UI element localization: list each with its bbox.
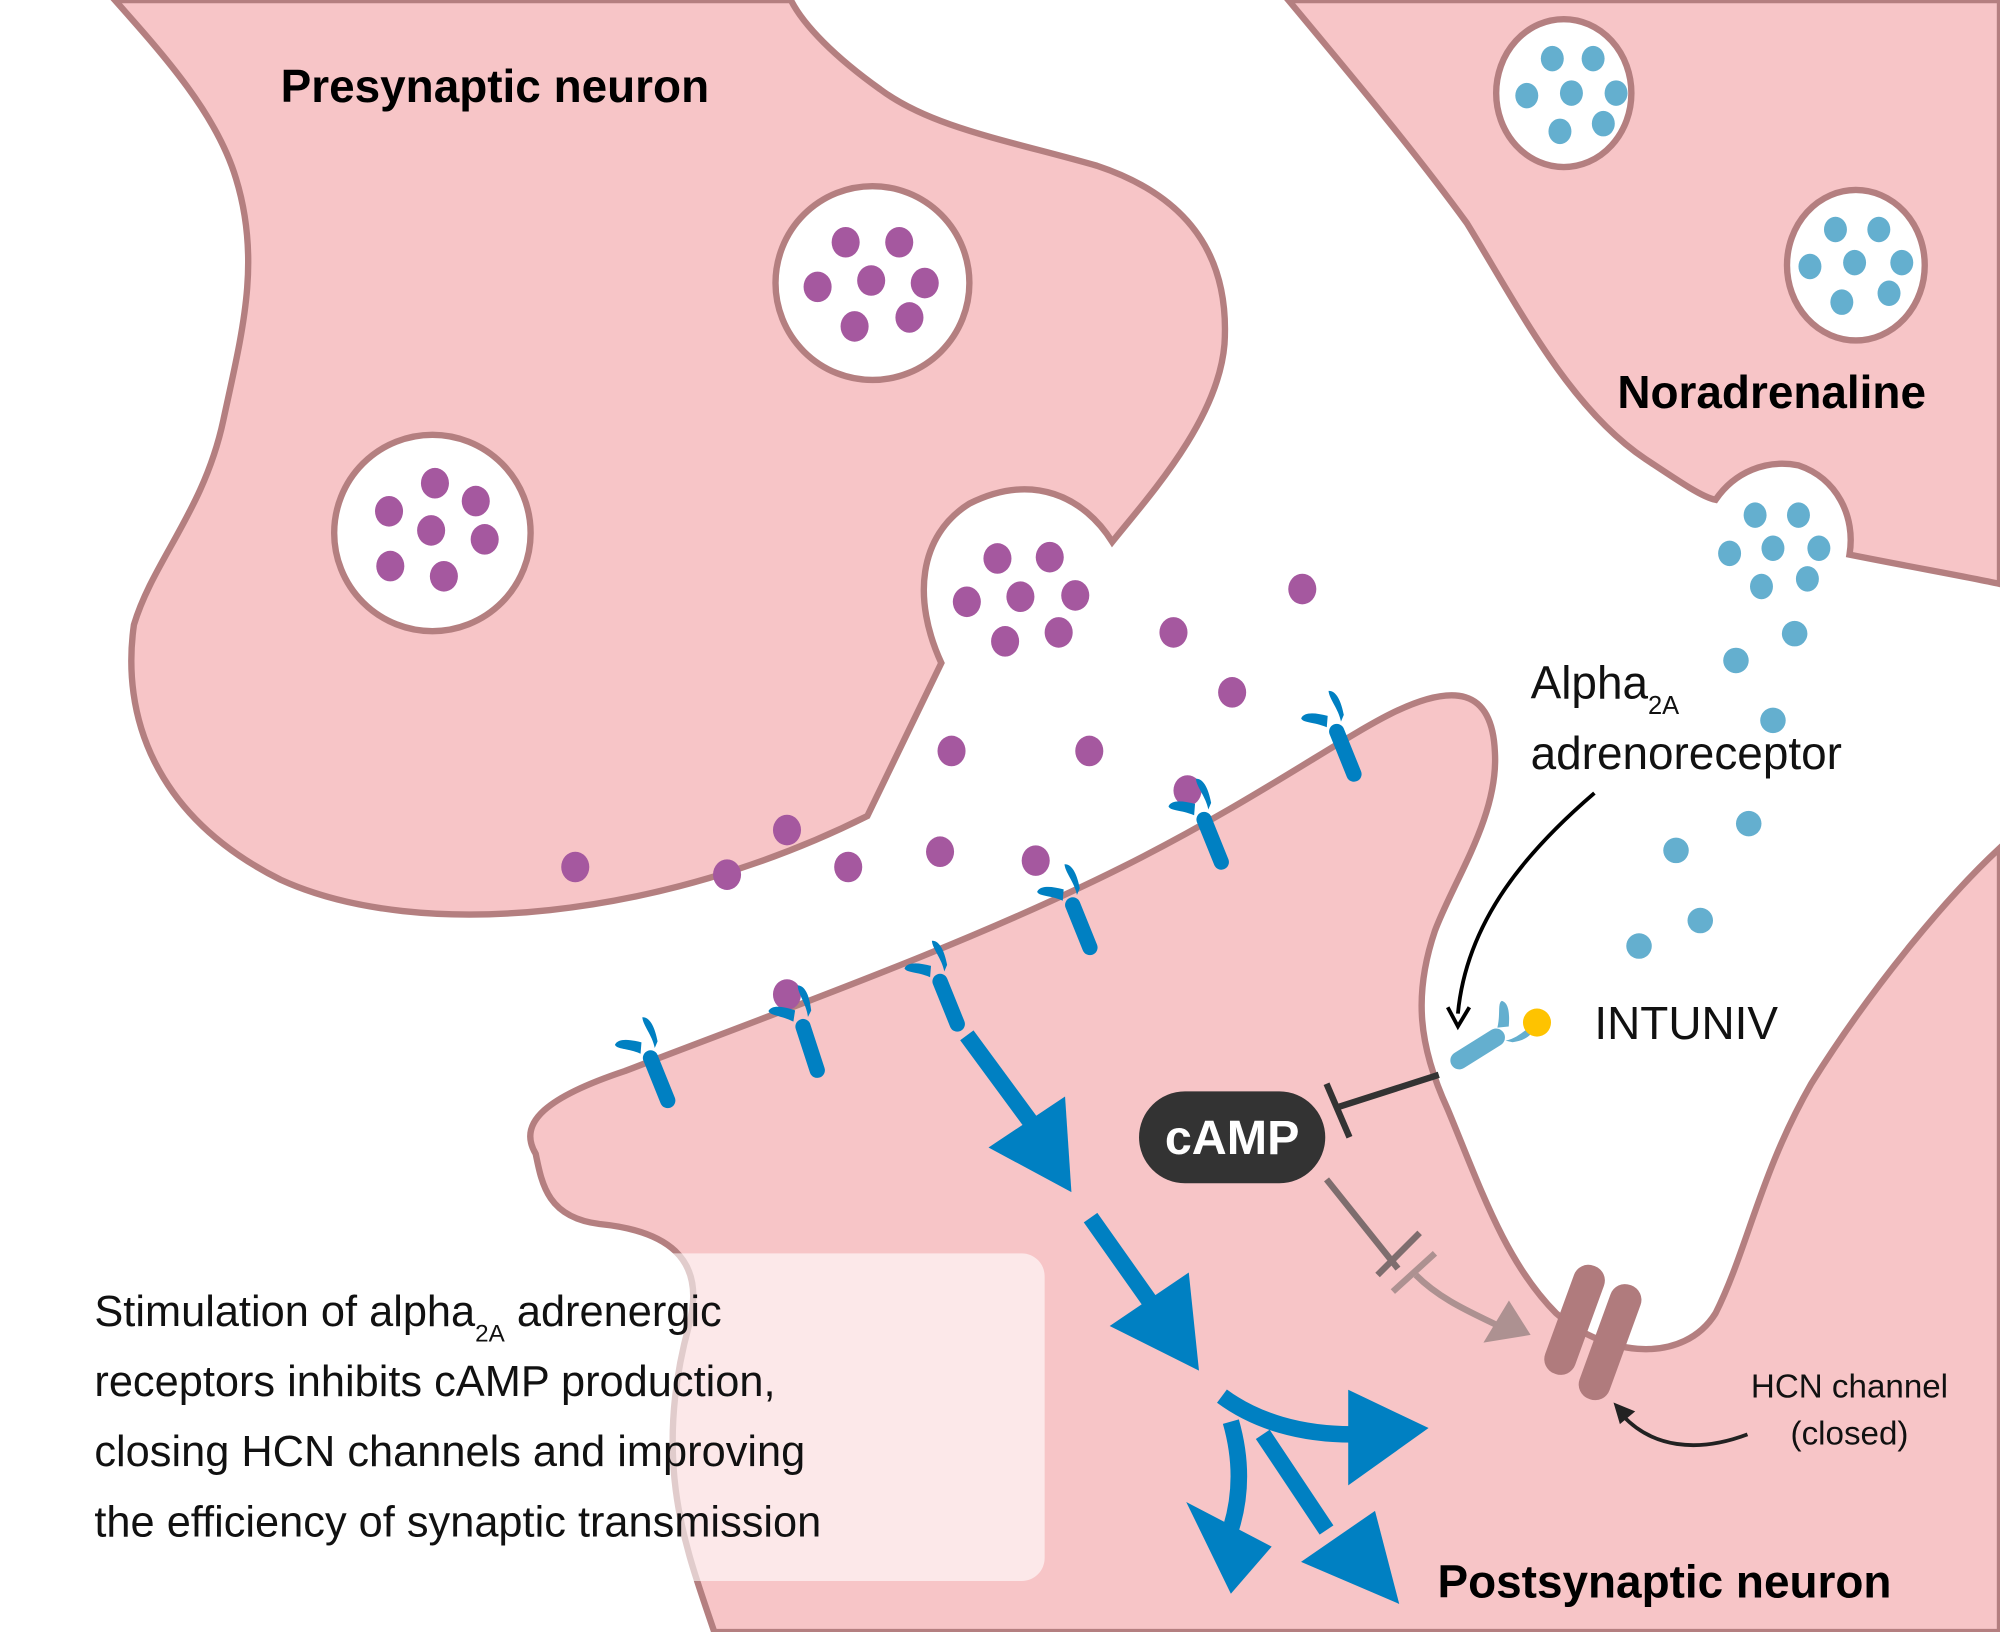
receptor-icon [904,940,965,1032]
arrow-icon [1217,1389,1429,1486]
presynaptic-label: Presynaptic neuron [281,60,710,112]
caption-panel [79,1253,1045,1581]
receptor-icon [1037,864,1098,956]
hcn-label: HCN channel (closed) [1751,1368,1948,1452]
hcn-pointer-arrow-icon [1613,1402,1749,1447]
vesicle [1783,186,1928,344]
alpha-text: Alpha [1531,657,1649,709]
caption-line1-pre: Stimulation of alpha [94,1288,476,1336]
caption-line2: receptors inhibits cAMP production, [94,1358,775,1406]
svg-text:Alpha2A: Alpha2A [1531,657,1680,720]
receptor-pointer-arrow-icon [1446,791,1596,1031]
noradrenaline-molecules [1626,620,1808,959]
noradrenaline-label: Noradrenaline [1617,366,1926,418]
hcn-label-line1: HCN channel [1751,1368,1948,1405]
vesicle [330,431,534,635]
caption-line4: the efficiency of synaptic transmission [94,1498,821,1546]
caption-line1-post: adrenergic [505,1288,722,1336]
neurotransmitter-molecules [561,573,1317,1010]
vesicle [772,182,973,384]
alpha-subscript: 2A [1648,692,1679,720]
hcn-channel-icon [1544,1264,1642,1401]
vesicle [1492,15,1635,171]
hcn-label-line2: (closed) [1791,1416,1909,1453]
alpha2a-label: Alpha2A adrenoreceptor [1531,657,1842,779]
noradrenergic-neuron [1284,0,2000,588]
receptor-icon [768,985,825,1078]
camp-label: cAMP [1165,1111,1300,1165]
blocked-pathway-icon [1324,1177,1531,1343]
svg-text:Stimulation of alpha2A adrener: Stimulation of alpha2A adrenergic [94,1288,721,1347]
receptor-icon [1168,778,1229,870]
inhibition-line-icon [1323,1071,1440,1139]
arrow-icon [960,1030,1072,1193]
receptor-icon [1301,690,1362,782]
intuniv-molecule-icon [1522,1008,1552,1037]
releasing-noradrenaline [1718,502,1831,600]
adrenoreceptor-text: adrenoreceptor [1531,727,1842,779]
noradrenaline-vesicles [1492,15,1928,600]
arrow-icon [1083,1212,1199,1371]
postsynaptic-receptors [614,690,1362,1109]
presynaptic-vesicles [330,182,1090,657]
signal-cascade-arrows [960,1030,1429,1604]
caption-subscript: 2A [475,1320,505,1347]
releasing-vesicle-contents [952,541,1090,657]
caption-text: Stimulation of alpha2A adrenergic recept… [94,1288,821,1546]
intuniv-label: INTUNIV [1594,997,1778,1049]
postsynaptic-label: Postsynaptic neuron [1438,1556,1892,1608]
camp-node: cAMP [1139,1091,1326,1184]
arrow-icon [1255,1429,1400,1604]
arrow-icon [1186,1419,1272,1594]
receptor-icon [614,1017,676,1109]
caption-line3: closing HCN channels and improving [94,1428,805,1476]
